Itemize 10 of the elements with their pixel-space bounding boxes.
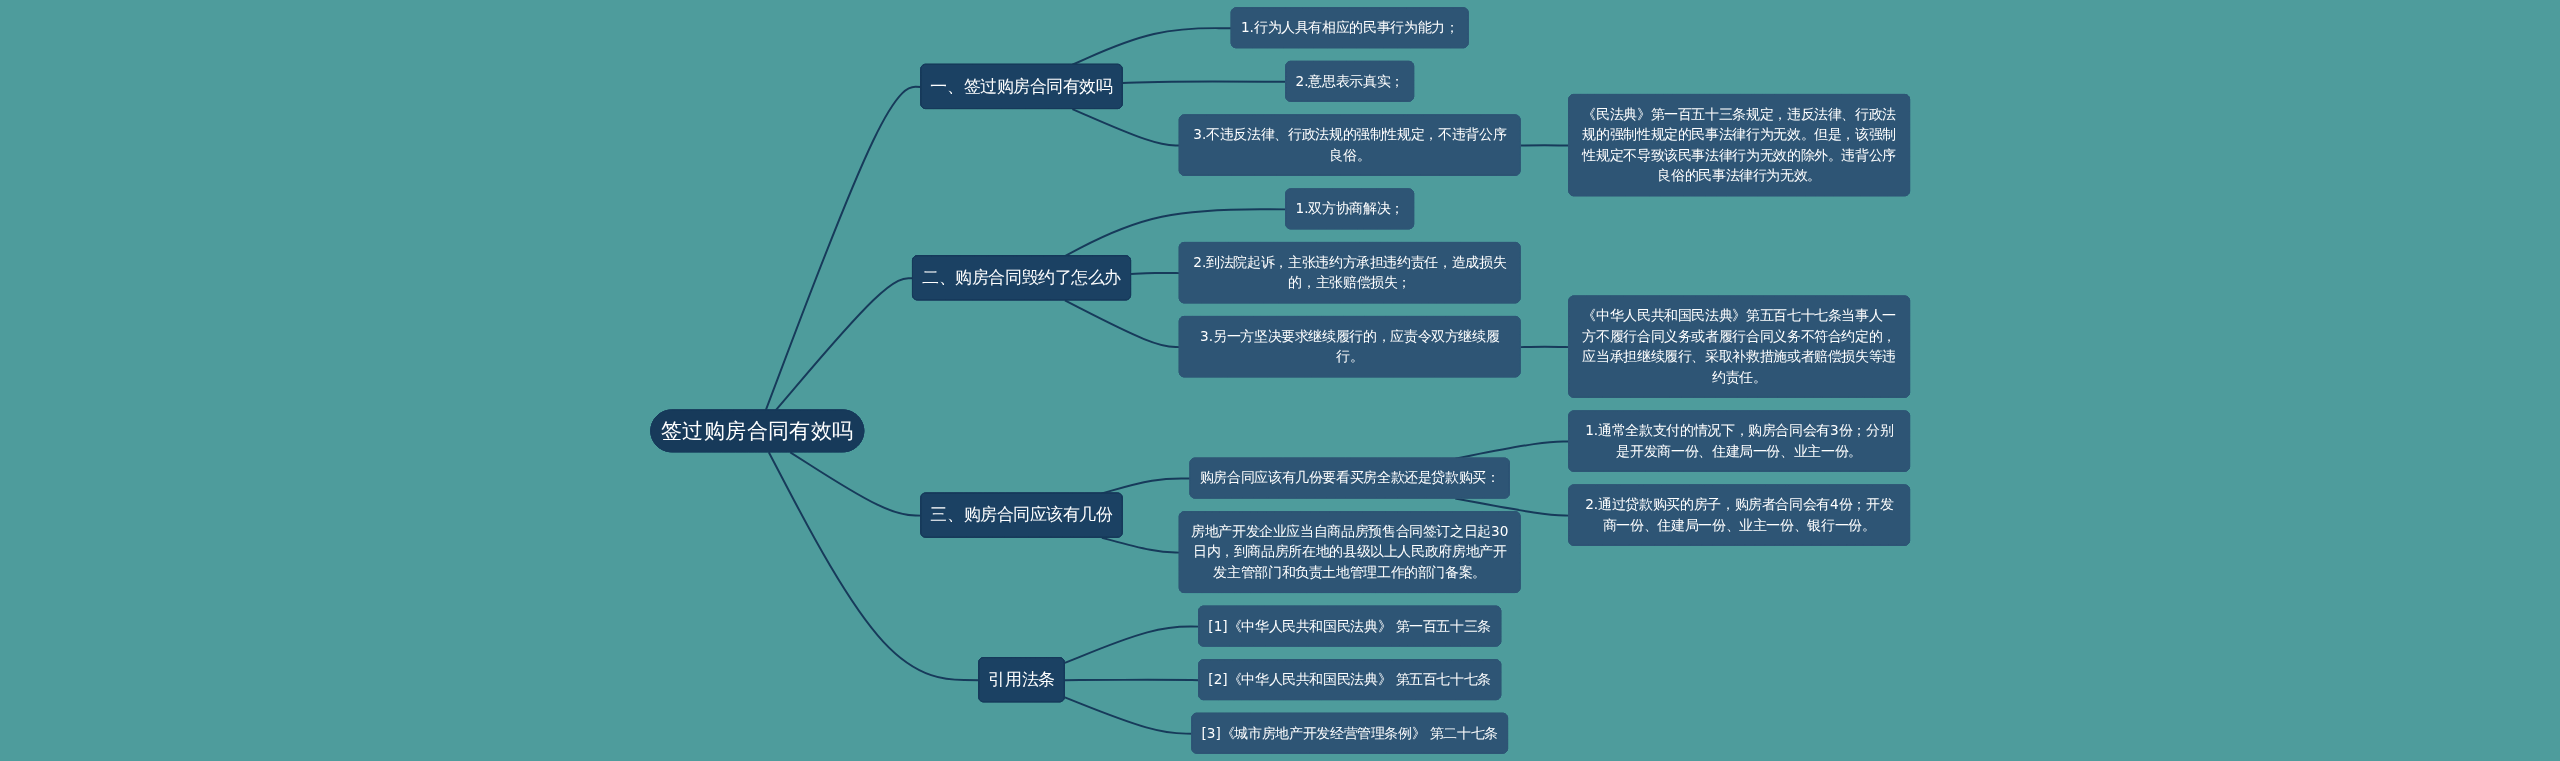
connector [1100, 536, 1181, 554]
connector [1063, 299, 1181, 349]
connector [1129, 271, 1181, 276]
connector [1063, 678, 1200, 682]
connector [789, 451, 922, 517]
connector [767, 451, 980, 682]
connector [1071, 108, 1181, 147]
connector [1121, 80, 1287, 85]
connector [1063, 625, 1200, 664]
connector [1071, 27, 1233, 66]
